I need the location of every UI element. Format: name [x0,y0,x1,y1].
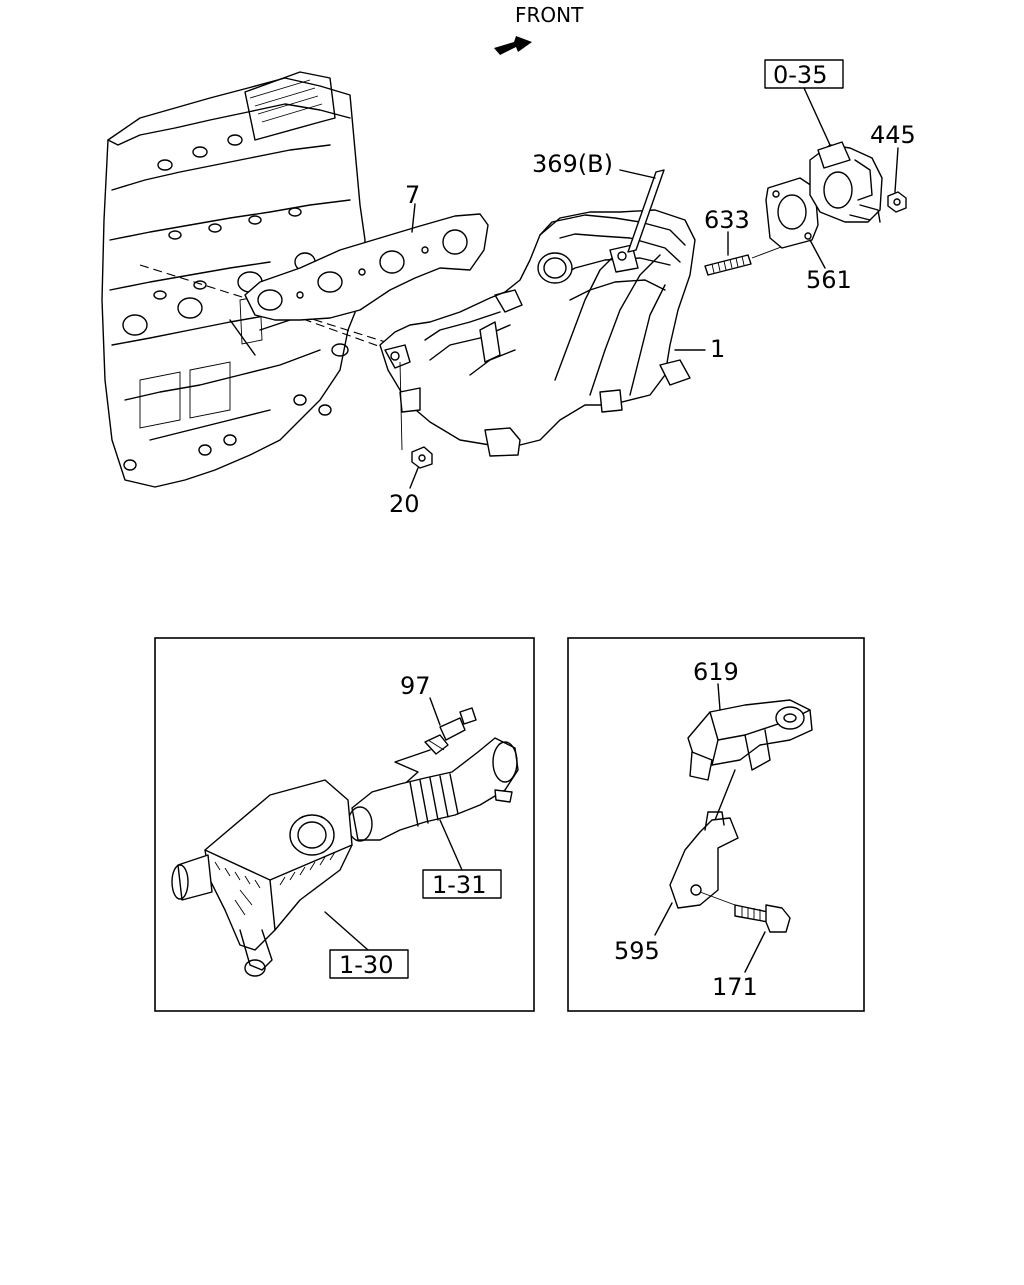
callout-20: 20 [389,490,420,518]
stud-633 [704,254,752,276]
stud-369b [627,169,665,253]
throttle-gasket [765,177,819,249]
callout-619: 619 [693,658,739,686]
callout-1: 1 [710,335,725,363]
nut-20 [411,446,433,469]
callout-7: 7 [405,181,420,209]
bracket-595 [669,811,739,909]
leader-369b [619,169,656,179]
leader-1-31 [439,819,463,871]
leader-1-30 [324,911,369,951]
leader-561 [809,239,826,269]
leader-0-35 [803,87,831,146]
callout-171: 171 [712,973,758,1001]
inset-panel-air-cleaner [154,637,535,1012]
leader-20 [409,467,419,489]
callout-595: 595 [614,937,660,965]
callout-445: 445 [870,121,916,149]
callout-0-35: 0-35 [773,61,827,89]
leader-445 [894,147,899,193]
sensor-619 [687,699,813,781]
intake-hose [347,737,519,842]
callout-97: 97 [400,672,431,700]
callout-box-1-31 [422,869,502,899]
callout-369b: 369(B) [532,150,613,178]
leader-7 [411,203,416,233]
front-arrow-icon [494,36,532,55]
callout-1-30: 1-30 [339,951,393,979]
inset-panel-sensor [567,637,865,1012]
sensor-97 [424,707,477,755]
intake-manifold [379,209,696,457]
callout-561: 561 [806,266,852,294]
air-cleaner [171,779,353,977]
nut-20-alignment [399,361,403,451]
bolt-171 [734,904,791,933]
bolt-alignment-line [699,891,736,906]
leader-97 [429,697,441,726]
callout-box-1-30 [329,949,409,979]
alignment-line-lower [249,299,396,353]
leader-595 [654,902,673,936]
front-label: FRONT [515,3,584,27]
throttle-body [809,141,883,223]
sensor-mount-line [394,749,431,789]
callout-633: 633 [704,206,750,234]
callout-1-31: 1-31 [432,871,486,899]
manifold-gasket [244,213,489,321]
leader-619 [717,683,721,711]
nut-445 [887,191,907,213]
leader-171 [744,931,766,973]
